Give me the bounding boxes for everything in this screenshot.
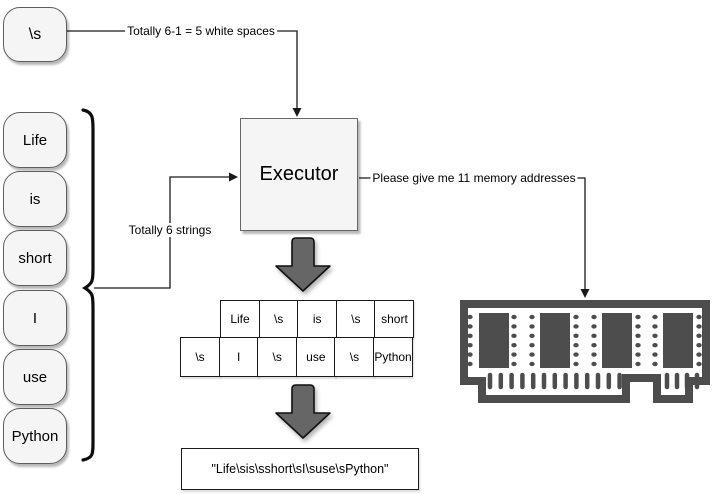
string-node-label: short: [18, 249, 52, 267]
string-node-life: Life: [3, 112, 67, 168]
memory-cell: is: [297, 300, 338, 338]
memory-cell: Life: [220, 300, 260, 338]
memory-cell: \s: [335, 300, 376, 338]
string-node-short: short: [3, 230, 67, 286]
result-string-box: "Life\sis\sshort\sI\suse\sPython": [181, 448, 419, 490]
result-string-label: "Life\sis\sshort\sI\suse\sPython": [211, 462, 389, 476]
memory-table-row-2: \s I \s use \s Python: [180, 337, 414, 377]
memory-cell: use: [295, 337, 336, 377]
arrow-space-to-executor: [67, 30, 302, 117]
string-node-label: use: [22, 368, 48, 386]
memory-cell: short: [374, 300, 415, 338]
string-node-is: is: [3, 171, 67, 227]
string-node-use: use: [3, 349, 67, 405]
string-node-label: is: [29, 190, 41, 208]
strings-arrow-label: Totally 6 strings: [126, 223, 214, 237]
ram-module-icon: [460, 300, 710, 403]
memory-cell: I: [218, 337, 259, 377]
string-node-label: Life: [22, 131, 48, 149]
memory-cell: \s: [334, 337, 375, 377]
space-arrow-label: Totally 6-1 = 5 white spaces: [125, 24, 277, 38]
memory-cell: \s: [258, 300, 299, 338]
curly-brace: [81, 108, 95, 462]
space-string-label: \s: [28, 25, 42, 43]
fat-down-arrow-icon: [275, 384, 331, 439]
string-node-i: I: [3, 290, 67, 346]
string-node-label: Python: [11, 427, 59, 445]
executor-box: Executor: [240, 118, 358, 231]
memory-cell: \s: [257, 337, 298, 377]
memory-cell: \s: [180, 337, 220, 377]
string-node-label: I: [32, 309, 38, 327]
memory-arrow-label: Please give me 11 memory addresses: [370, 171, 578, 185]
fat-down-arrow-icon: [275, 237, 331, 292]
space-string-node: \s: [3, 7, 67, 62]
string-node-python: Python: [3, 408, 67, 464]
memory-cell: Python: [373, 337, 414, 377]
memory-table-row-1: Life \s is \s short: [220, 300, 415, 338]
executor-label: Executor: [259, 163, 339, 185]
arrow-executor-to-memory: [359, 177, 590, 298]
